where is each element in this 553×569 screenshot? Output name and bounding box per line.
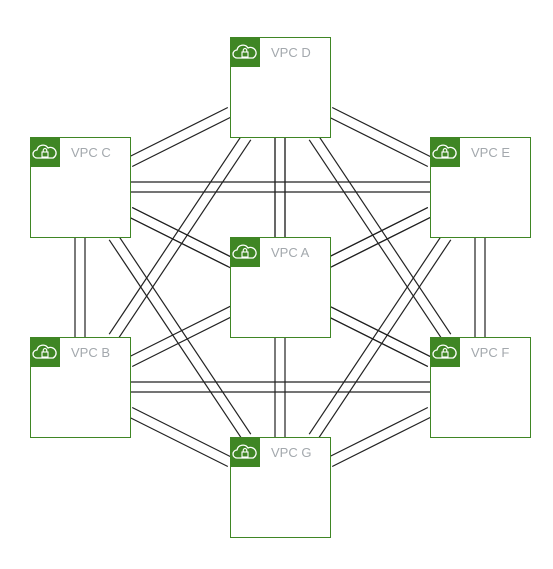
vpc-node-a[interactable]: VPC A	[230, 237, 331, 338]
connection-line	[117, 233, 252, 435]
vpc-node-c[interactable]: VPC C	[30, 137, 131, 238]
connection-b-c	[74, 237, 86, 337]
connection-line	[308, 233, 443, 435]
vpc-label: VPC B	[71, 345, 110, 360]
cloud-lock-icon	[230, 37, 260, 67]
connection-c-d	[127, 106, 233, 168]
vpc-label: VPC F	[471, 345, 509, 360]
connection-line	[331, 106, 433, 159]
cloud-lock-icon	[430, 337, 460, 367]
connection-line	[108, 239, 243, 441]
vpc-node-b[interactable]: VPC B	[30, 337, 131, 438]
connection-f-g	[327, 406, 433, 468]
connection-line	[108, 133, 243, 335]
connection-line	[317, 133, 452, 335]
connection-a-d	[274, 137, 286, 237]
connection-line	[327, 406, 429, 459]
connection-a-c	[127, 206, 233, 268]
connection-b-g	[127, 406, 233, 468]
cloud-lock-icon	[230, 237, 260, 267]
connection-line	[331, 415, 433, 468]
vpc-label: VPC A	[271, 245, 310, 260]
connection-c-g	[108, 233, 252, 441]
vpc-label: VPC G	[271, 445, 311, 460]
connection-e-g	[308, 233, 452, 441]
connection-a-e	[327, 206, 433, 268]
cloud-lock-icon	[30, 137, 60, 167]
vpc-label: VPC C	[71, 145, 111, 160]
connection-line	[117, 139, 252, 341]
vpc-nodes: VPC A VPC B VPC C VPC D VPC E VPC F VPC G	[30, 37, 531, 538]
vpc-node-e[interactable]: VPC E	[430, 137, 531, 238]
connection-b-d	[108, 133, 252, 341]
connection-line	[317, 239, 452, 441]
cloud-lock-icon	[430, 137, 460, 167]
cloud-lock-icon	[230, 437, 260, 467]
connection-a-f	[327, 306, 433, 368]
connection-line	[127, 106, 229, 159]
vpc-label: VPC E	[471, 145, 510, 160]
connection-line	[131, 115, 233, 168]
connection-d-e	[327, 106, 433, 168]
cloud-lock-icon	[30, 337, 60, 367]
connection-e-f	[474, 237, 486, 337]
connection-line	[131, 406, 233, 459]
vpc-node-f[interactable]: VPC F	[430, 337, 531, 438]
vpc-node-g[interactable]: VPC G	[230, 437, 331, 538]
connection-b-f	[130, 381, 430, 393]
vpc-label: VPC D	[271, 45, 311, 60]
connection-line	[308, 139, 443, 341]
connection-d-f	[308, 133, 452, 341]
connection-line	[327, 115, 429, 168]
vpc-node-d[interactable]: VPC D	[230, 37, 331, 138]
connection-line	[127, 415, 229, 468]
connection-c-e	[130, 181, 430, 193]
